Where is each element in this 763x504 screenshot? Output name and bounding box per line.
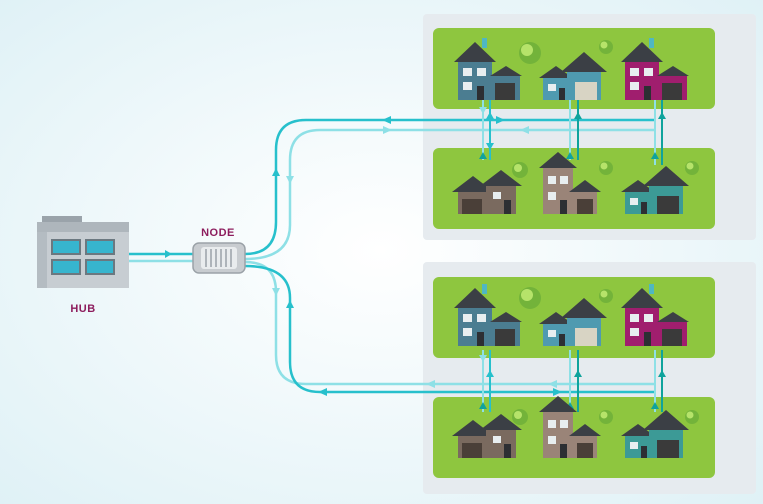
house-icon xyxy=(539,52,607,100)
house-icon xyxy=(452,170,522,214)
tree-icon xyxy=(512,409,528,425)
house-icon xyxy=(539,298,607,346)
tree-icon xyxy=(519,42,541,64)
house-icon xyxy=(454,38,522,100)
node-label: NODE xyxy=(201,227,235,239)
house-icon xyxy=(621,38,689,100)
branch-cable-bottom xyxy=(244,260,655,396)
house-icon xyxy=(454,284,522,346)
house-icon xyxy=(539,396,601,458)
drop-lines-top xyxy=(479,100,666,165)
tree-icon xyxy=(519,287,541,309)
tree-icon xyxy=(599,161,613,175)
tree-icon xyxy=(599,40,613,54)
house-icon xyxy=(621,410,689,458)
house-icon xyxy=(539,152,601,214)
house-icon xyxy=(621,166,689,214)
drop-lines-bottom xyxy=(479,350,666,412)
arrow-icon xyxy=(165,250,172,258)
tree-icon xyxy=(599,410,613,424)
branch-cable-top xyxy=(244,116,655,261)
tree-icon xyxy=(512,162,528,178)
house-icon xyxy=(452,414,522,458)
tree-icon xyxy=(599,289,613,303)
tree-icon xyxy=(685,410,699,424)
hub-to-node-cable xyxy=(128,250,200,263)
tree-icon xyxy=(685,161,699,175)
houses-layer xyxy=(452,38,689,458)
hub-label: HUB xyxy=(70,303,95,315)
hub-building-icon xyxy=(37,216,129,288)
house-icon xyxy=(621,284,689,346)
node-box-icon xyxy=(192,242,246,274)
